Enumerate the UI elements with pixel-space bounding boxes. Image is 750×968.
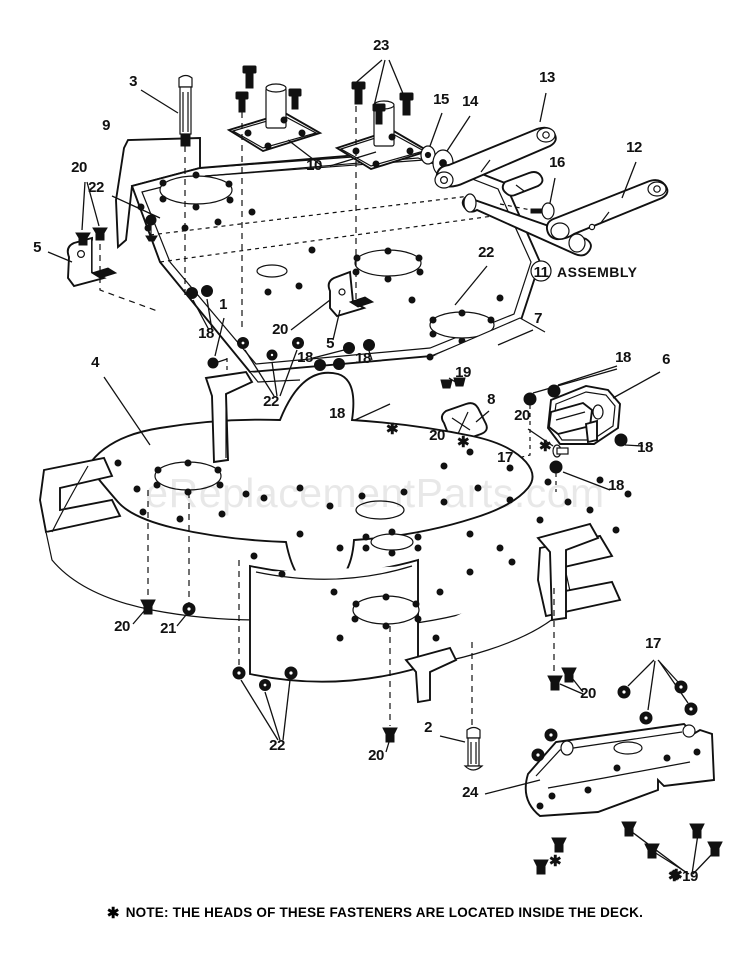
part-23-bolts xyxy=(235,65,414,125)
callout-number: 20 xyxy=(580,685,596,702)
callout-number: 22 xyxy=(269,737,285,754)
callout-number: 20 xyxy=(368,747,384,764)
callout-number: 20 xyxy=(272,321,288,338)
asterisk-mark-icon: ✱ xyxy=(670,867,683,884)
callout-number: 20 xyxy=(114,618,130,635)
note-star-icon: ✱ xyxy=(106,905,120,922)
callout-number: 24 xyxy=(462,784,479,801)
part-2-bolt xyxy=(463,726,484,771)
asterisk-mark-icon: ✱ xyxy=(539,438,552,455)
callout-number: 7 xyxy=(534,310,542,327)
callout-number: 17 xyxy=(645,635,661,652)
callout-number: 18 xyxy=(198,325,214,342)
part-20-screws-left xyxy=(75,227,108,246)
part-22-nuts-center xyxy=(237,337,304,361)
callout-number: 23 xyxy=(373,37,389,54)
part-6-bracket xyxy=(547,385,621,445)
part-5-left-bracket xyxy=(66,236,118,288)
assembly-ref-number: 11 xyxy=(534,264,549,281)
part-3-bolt xyxy=(178,74,193,147)
callout-number: 5 xyxy=(33,239,41,256)
callout-number: 20 xyxy=(429,427,445,444)
callout-number: 15 xyxy=(433,91,449,108)
asterisk-mark-icon: ✱ xyxy=(549,853,562,870)
asterisk-mark-icon: ✱ xyxy=(386,421,399,438)
callout-number: 18 xyxy=(297,349,313,366)
footer-note: ✱ NOTE: THE HEADS OF THESE FASTENERS ARE … xyxy=(0,904,750,922)
callout-number: 9 xyxy=(102,117,110,134)
part-11-assembly-shaft xyxy=(461,171,592,257)
part-24-nuts xyxy=(531,728,558,762)
callout-number: 4 xyxy=(91,354,100,371)
part-1-screw xyxy=(207,357,228,369)
asterisk-mark-icon: ✱ xyxy=(668,868,681,885)
callout-number: 1 xyxy=(219,296,227,313)
callout-number: 22 xyxy=(88,179,104,196)
callout-number: 22 xyxy=(263,393,279,410)
callout-number: 5 xyxy=(326,335,334,352)
part-16-pin xyxy=(530,202,555,220)
callout-number: 18 xyxy=(637,439,653,456)
callout-number: 16 xyxy=(549,154,565,171)
star-mark-layer: ✱✱✱✱✱✱ xyxy=(386,421,684,885)
callout-number: 21 xyxy=(160,620,176,637)
callout-number: 22 xyxy=(478,244,494,261)
callout-number: 12 xyxy=(626,139,642,156)
callout-number: 18 xyxy=(608,477,624,494)
part-4-mower-deck xyxy=(39,370,632,704)
part-17-bushings xyxy=(617,680,698,725)
part-20-screw-under-center xyxy=(382,727,398,743)
callout-number: 20 xyxy=(71,159,87,176)
part-5-center-bracket xyxy=(327,270,375,318)
part-18-nuts-right xyxy=(523,384,628,474)
callout-number: 18 xyxy=(615,349,631,366)
callout-number: 20 xyxy=(514,407,530,424)
callout-number: 2 xyxy=(424,719,432,736)
callout-number: 8 xyxy=(487,391,495,408)
callout-number: 18 xyxy=(355,350,371,367)
part-18-nuts-center xyxy=(314,339,375,371)
part-12-lift-arm xyxy=(545,179,669,241)
part-24-baffle xyxy=(524,722,715,817)
assembly-label: ASSEMBLY xyxy=(557,264,638,280)
part-21-nut xyxy=(182,602,196,616)
part-10-mount-plate-left xyxy=(226,83,323,153)
callout-number: 19 xyxy=(455,364,471,381)
callout-number: 6 xyxy=(662,351,670,368)
part-20-screws-right-under xyxy=(547,667,577,691)
upper-deck-frame xyxy=(115,137,546,383)
callout-number: 10 xyxy=(306,157,322,174)
callout-number: 3 xyxy=(129,73,137,90)
callout-number: 19 xyxy=(682,868,698,885)
callout-number: 18 xyxy=(329,405,345,422)
callout-number: 17 xyxy=(497,449,513,466)
callout-number: 14 xyxy=(462,93,479,110)
part-22-nuts-under xyxy=(232,666,298,691)
part-13-lift-arm xyxy=(434,126,557,189)
part-20-screw-right xyxy=(552,444,569,458)
callout-number: 13 xyxy=(539,69,555,86)
part-18-nuts-left xyxy=(186,285,213,299)
assembly-ref-circle xyxy=(530,260,552,282)
asterisk-mark-icon: ✱ xyxy=(457,434,470,451)
note-body-text: NOTE: THE HEADS OF THESE FASTENERS ARE L… xyxy=(125,905,644,920)
